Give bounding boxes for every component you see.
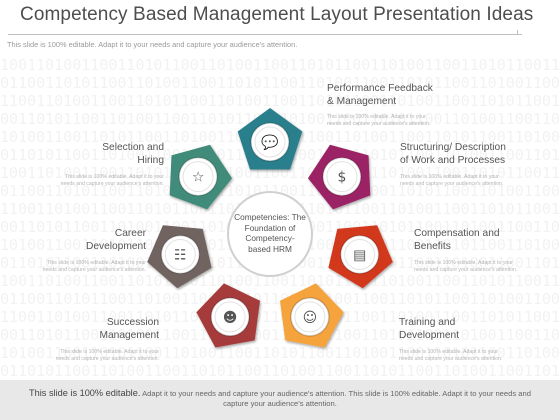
icon-ring (294, 301, 326, 333)
label-performance-feedback: Performance Feedback & Management This s… (327, 83, 433, 127)
handshake-icon: ☆ (192, 170, 205, 186)
label-heading: Benefits (414, 240, 451, 252)
label-heading: Structuring/ Description (400, 142, 506, 153)
label-description: This slide is 100% editable. Adapt it to… (414, 260, 518, 273)
pentagon-node: $ (308, 144, 371, 210)
team-icon: ☻ (223, 310, 238, 326)
label-structuring: Structuring/ Description of Work and Pro… (400, 142, 506, 187)
label-description: This slide is 100% editable. Adapt it to… (60, 174, 164, 187)
label-heading: of Work and Processes (400, 154, 506, 166)
title-rule-end (517, 30, 518, 35)
chat-bubbles-icon: 💬 (261, 134, 279, 151)
label-description: This slide is 100% editable. Adapt it to… (400, 174, 504, 187)
center-label: Competencies: The Foundation of Competen… (234, 212, 306, 254)
label-heading: Succession (106, 317, 159, 328)
slide-title: Competency Based Management Layout Prese… (20, 4, 534, 25)
label-description: This slide is 100% editable. Adapt it to… (399, 349, 503, 362)
label-selection: Selection and Hiring This slide is 100% … (26, 142, 164, 187)
center-circle (227, 191, 313, 277)
icon-ring (164, 239, 196, 270)
label-heading: Development (85, 240, 146, 252)
icon-circle (210, 297, 250, 337)
label-heading: & Management (327, 95, 397, 107)
pentagon-node: ▤ (328, 225, 393, 289)
icon-circle (290, 297, 330, 337)
icon-circle (322, 156, 362, 197)
icon-circle (160, 234, 201, 275)
label-heading: Performance Feedback (327, 83, 433, 94)
pentagon-node: ☻ (196, 283, 260, 348)
label-heading: Selection and (102, 142, 164, 153)
pentagon-node: 💬 (237, 108, 303, 170)
label-career: Career Development This slide is 100% ed… (8, 228, 146, 273)
label-description: This slide is 100% editable. Adapt it to… (42, 260, 146, 273)
label-description: This slide is 100% editable. Adapt it to… (327, 114, 431, 127)
title-rule (8, 34, 522, 35)
footer-bar (0, 380, 560, 420)
icon-ring (182, 161, 214, 193)
pentagon-node: ☷ (147, 225, 212, 289)
label-heading: Development (399, 329, 460, 341)
footer-text: This slide is 100% editable. Adapt it to… (29, 388, 531, 408)
presentation-icon: ▤ (353, 248, 366, 264)
icon-circle (250, 122, 290, 162)
label-heading: Management (99, 329, 159, 341)
money-icon: $ (337, 170, 346, 186)
icon-ring (326, 161, 358, 193)
slide-subtitle: This slide is 100% editable. Adapt it to… (7, 40, 298, 49)
group-icon: ☷ (174, 248, 187, 264)
label-description: This slide is 100% editable. Adapt it to… (55, 349, 159, 362)
icon-circle (339, 234, 380, 275)
icon-ring (254, 126, 286, 158)
label-training: Training and Development This slide is 1… (399, 317, 502, 362)
pentagon-node: ☆ (169, 144, 232, 210)
icon-circle (178, 156, 218, 197)
label-heading: Hiring (137, 154, 164, 166)
meeting-icon: ☺ (303, 310, 318, 326)
label-heading: Compensation and (414, 228, 500, 239)
label-succession: Succession Management This slide is 100%… (20, 317, 159, 362)
icon-ring (214, 301, 246, 333)
label-heading: Career (114, 228, 146, 239)
icon-ring (344, 239, 376, 270)
pentagon-node: ☺ (280, 283, 344, 348)
label-compensation: Compensation and Benefits This slide is … (414, 228, 517, 273)
label-heading: Training and (399, 317, 456, 328)
